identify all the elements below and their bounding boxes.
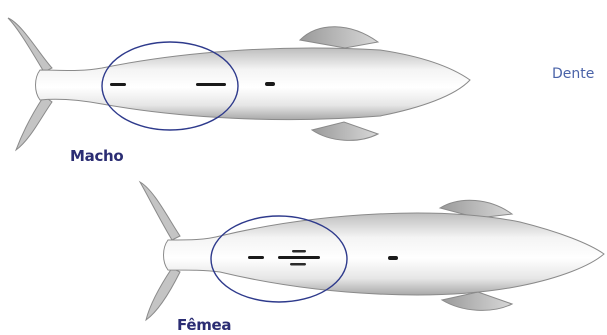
dente-label: Dente xyxy=(552,66,594,82)
female-anal-slit xyxy=(248,256,264,259)
male-upper-pectoral-fin xyxy=(300,27,378,48)
male-label: Macho xyxy=(70,147,123,165)
female-lower-pectoral-fin xyxy=(442,292,512,310)
male-anal-slit xyxy=(110,83,126,86)
female-mammary-slit-right xyxy=(290,263,306,266)
male-genital-slit xyxy=(196,83,226,86)
male-navel xyxy=(265,82,275,86)
female-body xyxy=(164,213,605,295)
male-lower-pectoral-fin xyxy=(312,122,378,140)
female-label: Fêmea xyxy=(177,316,231,334)
female-navel xyxy=(388,256,398,260)
female-dolphin xyxy=(140,182,604,320)
female-mammary-slit-left xyxy=(292,250,306,253)
male-dolphin xyxy=(8,18,470,150)
female-genital-slit xyxy=(278,256,320,259)
male-body xyxy=(36,48,471,120)
